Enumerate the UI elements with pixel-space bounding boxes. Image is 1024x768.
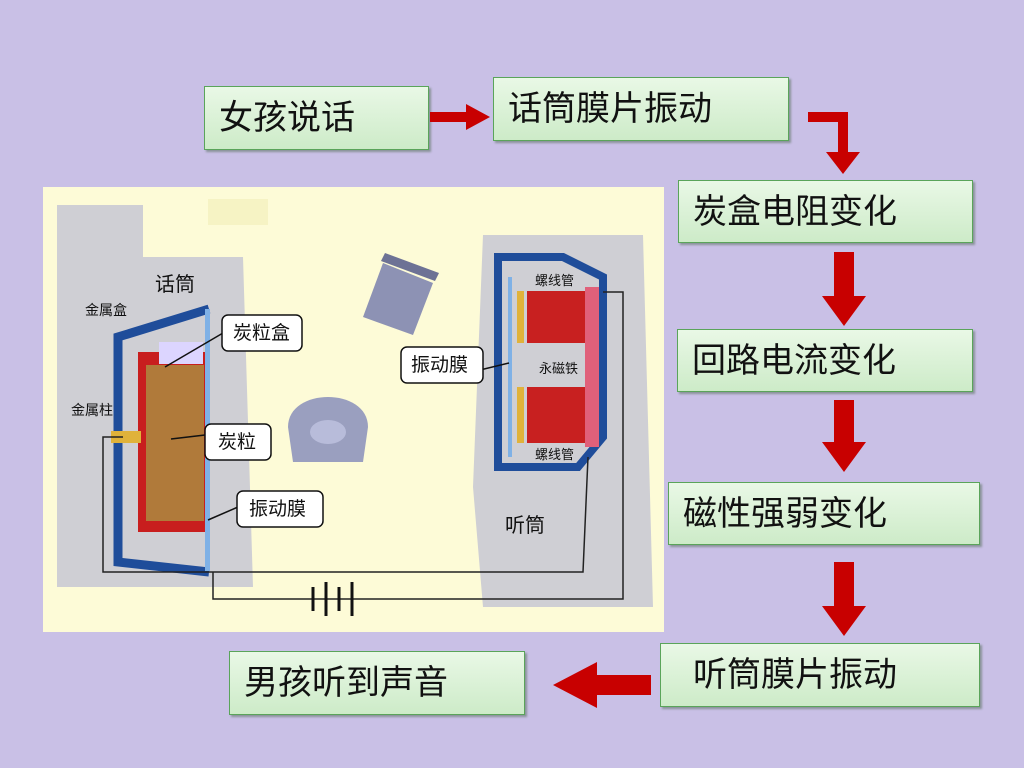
metal-box-label: 金属盒: [85, 302, 127, 319]
solenoid-top-coil: [527, 291, 585, 343]
flow-box-boy-hears: 男孩听到声音: [229, 651, 525, 715]
permanent-magnet: [585, 287, 599, 447]
flow-box-mic-diaphragm: 话筒膜片振动: [493, 77, 789, 141]
flow-box-carbon-resistance: 炭盒电阻变化: [678, 180, 973, 243]
receiver-diaphragm-label: 振动膜: [411, 354, 468, 376]
battery-icon: [311, 582, 354, 616]
receiver-case: [494, 253, 607, 471]
mic-diaphragm-label: 振动膜: [249, 498, 306, 520]
receiver-diaphragm-callout: [400, 346, 484, 384]
carbon-box-top: [159, 342, 203, 364]
carbon-box-callout: [221, 314, 303, 352]
carbon-granules-label: 炭粒: [218, 431, 256, 453]
receiver-title: 听筒: [505, 513, 545, 537]
solenoid-bottom-label: 螺线管: [535, 448, 574, 463]
flow-label: 炭盒电阻变化: [693, 191, 897, 232]
flow-box-receiver-diaphragm: 听筒膜片振动: [660, 643, 980, 707]
flow-label: 话筒膜片振动: [508, 89, 712, 129]
flow-label: 听筒膜片振动: [693, 655, 897, 695]
wire-top: [102, 436, 589, 573]
metal-post-label: 金属柱: [71, 403, 113, 419]
flow-box-circuit-current: 回路电流变化: [677, 329, 973, 392]
telephone-diagram: 话筒 金属盒 金属柱 炭粒盒 炭粒 振动膜 振动膜 螺线管 永磁铁 螺线管 听筒: [43, 187, 664, 632]
solenoid-top-core: [517, 291, 524, 343]
arrow-elbow-down-icon: [808, 112, 860, 174]
flow-box-girl-speaks: 女孩说话: [204, 86, 429, 150]
arrow-down-icon: [822, 400, 866, 472]
arrow-left-icon: [553, 662, 651, 708]
flow-box-magnetism: 磁性强弱变化: [668, 482, 980, 545]
mic-diaphragm-callout: [236, 490, 324, 528]
desk-phone-icon: [363, 253, 439, 335]
flow-label: 回路电流变化: [692, 340, 896, 381]
solenoid-top-label: 螺线管: [535, 274, 574, 289]
flow-label: 男孩听到声音: [244, 663, 448, 703]
rotary-phone-icon: [288, 397, 368, 462]
solenoid-bottom-coil: [527, 387, 585, 443]
permanent-magnet-label: 永磁铁: [539, 362, 578, 377]
arrow-down-icon: [822, 252, 866, 326]
microphone-title: 话筒: [155, 272, 195, 296]
highlight-patch: [208, 199, 268, 225]
solenoid-bottom-core: [517, 387, 524, 443]
arrow-down-icon: [822, 562, 866, 636]
flow-label: 女孩说话: [219, 98, 355, 138]
carbon-granules: [146, 365, 204, 521]
arrow-right-icon: [430, 104, 490, 130]
wire-bottom: [212, 291, 624, 600]
metal-box: [113, 304, 211, 577]
carbon-box-label: 炭粒盒: [233, 322, 290, 344]
metal-post: [111, 431, 141, 443]
carbon-granules-callout: [204, 423, 272, 461]
flow-label: 磁性强弱变化: [683, 493, 887, 534]
